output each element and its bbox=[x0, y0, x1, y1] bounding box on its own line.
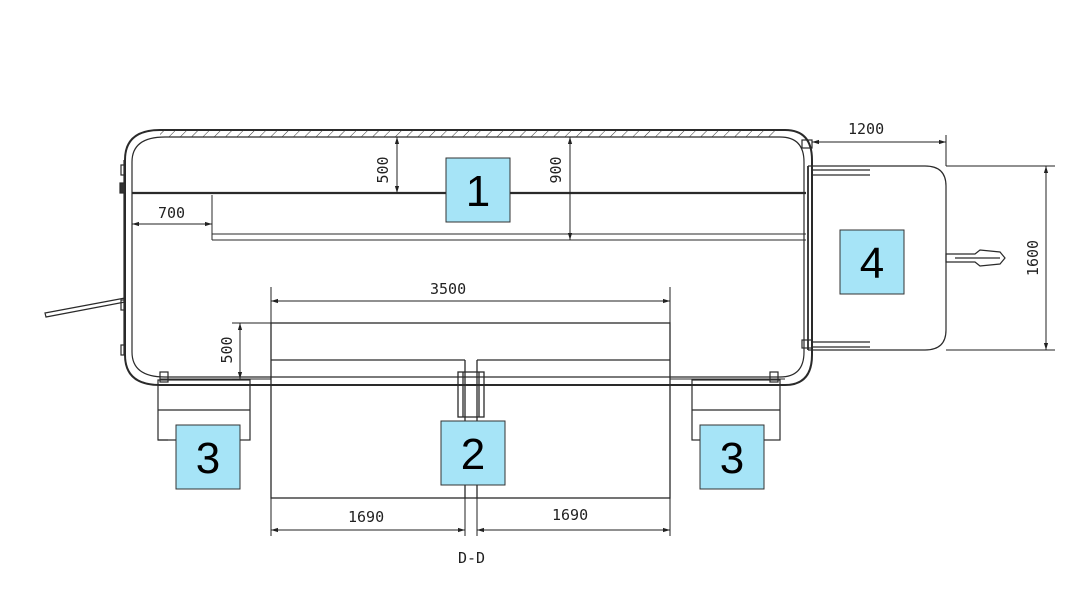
svg-text:4: 4 bbox=[860, 239, 884, 288]
svg-text:3: 3 bbox=[196, 434, 220, 483]
callout-1: 1 bbox=[445, 157, 511, 223]
svg-text:1: 1 bbox=[466, 167, 490, 216]
callout-3-right: 3 bbox=[699, 424, 765, 490]
left-hardware bbox=[44, 160, 126, 356]
hatched-top-wall bbox=[160, 130, 780, 137]
svg-text:2: 2 bbox=[461, 430, 485, 479]
dim-500-top: 500 bbox=[374, 156, 392, 183]
callout-2: 2 bbox=[440, 420, 506, 486]
dim-1690-right: 1690 bbox=[552, 506, 588, 524]
dimension-lines bbox=[132, 135, 1055, 536]
right-latch bbox=[945, 249, 1006, 267]
section-label: D-D bbox=[458, 549, 485, 567]
dim-1690-left: 1690 bbox=[348, 508, 384, 526]
dim-1200: 1200 bbox=[848, 120, 884, 138]
right-door bbox=[801, 139, 1006, 351]
dim-1600: 1600 bbox=[1024, 240, 1042, 276]
dim-500-left: 500 bbox=[218, 336, 236, 363]
callout-4: 4 bbox=[839, 229, 905, 295]
dim-700: 700 bbox=[158, 204, 185, 222]
left-handle bbox=[44, 297, 126, 318]
tank-body bbox=[124, 129, 813, 386]
dim-900: 900 bbox=[547, 156, 565, 183]
callout-3-left: 3 bbox=[175, 424, 241, 490]
svg-text:3: 3 bbox=[720, 434, 744, 483]
dim-3500: 3500 bbox=[430, 280, 466, 298]
